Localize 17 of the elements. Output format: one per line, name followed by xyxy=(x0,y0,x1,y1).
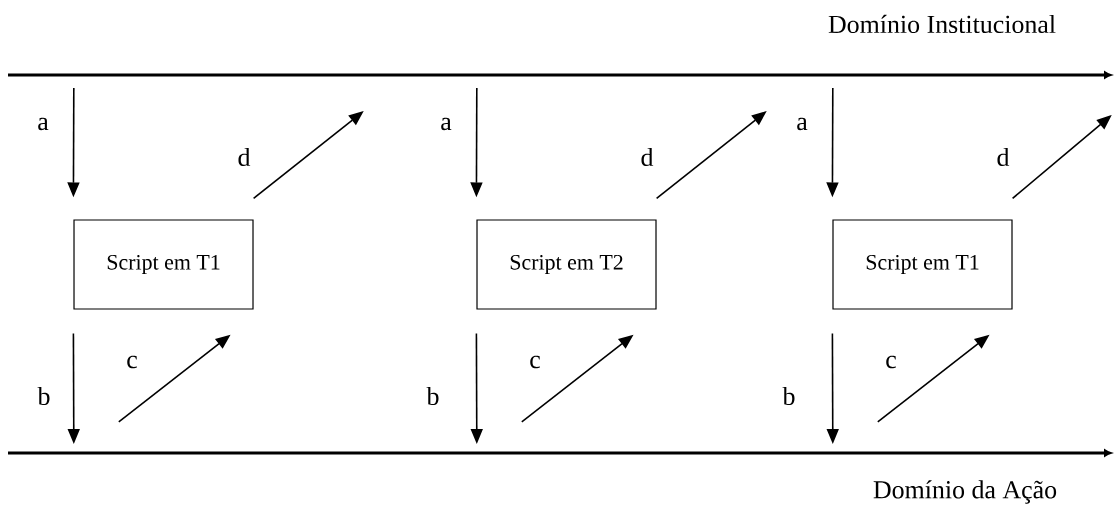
edge-label: d xyxy=(236,146,252,168)
edge-label: a xyxy=(795,116,809,132)
script-box: Script em T1 xyxy=(73,219,254,310)
script-box: Script em T2 xyxy=(476,219,657,310)
realm-label: Domínio Institucional xyxy=(828,14,1056,34)
edge-label: a xyxy=(439,116,453,132)
realm-label: Domínio da Ação xyxy=(873,480,1057,504)
edge-label: a xyxy=(36,116,50,132)
edge-label: c xyxy=(528,354,542,370)
edge-label: c xyxy=(125,354,139,370)
edge-label: d xyxy=(995,146,1011,168)
edge-label: b xyxy=(781,385,797,407)
edge-label: c xyxy=(884,354,898,370)
edge-label: b xyxy=(36,385,52,407)
edge-label: d xyxy=(639,146,655,168)
edge-label: b xyxy=(425,385,441,407)
script-box: Script em T1 xyxy=(832,219,1013,310)
